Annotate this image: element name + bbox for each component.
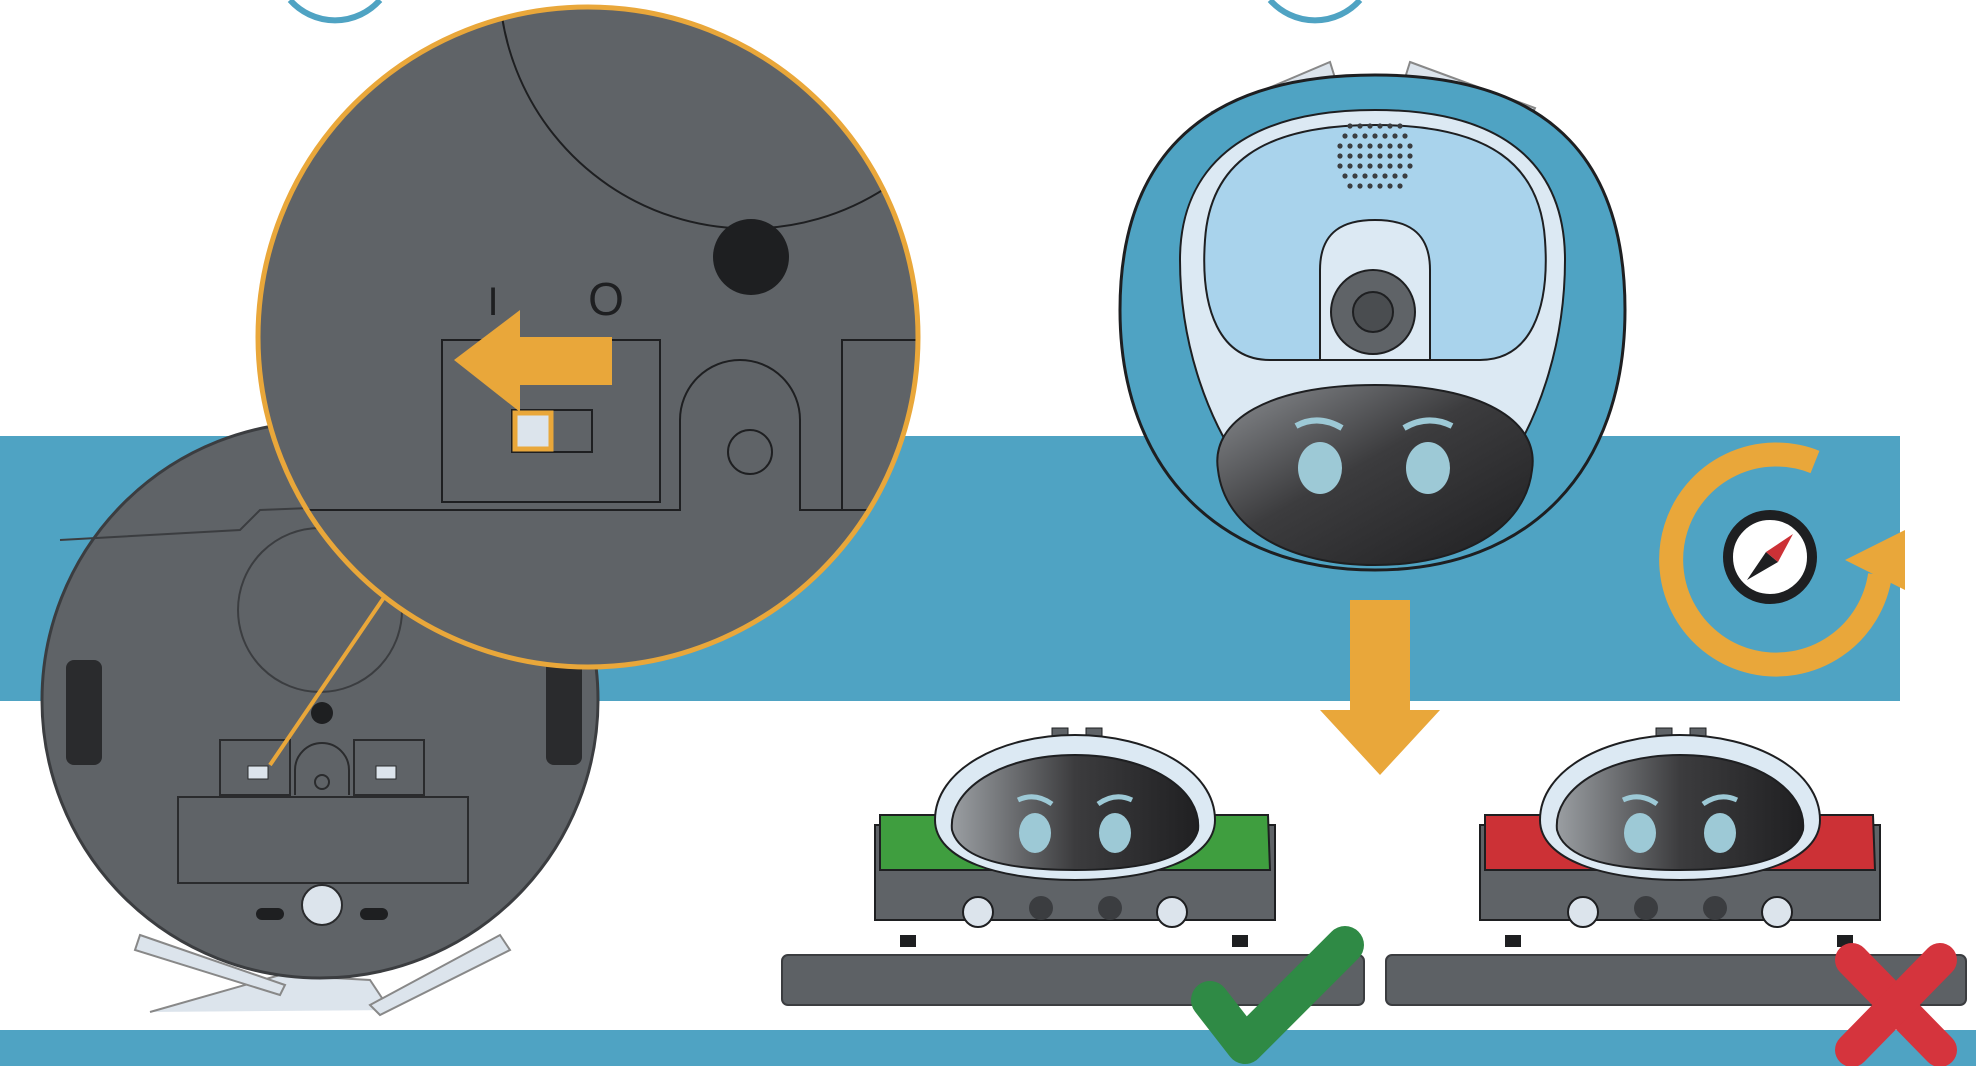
switch-on-label: I [487,280,498,324]
switch-zoom-view: I O [255,4,921,670]
rotate-arrow-head [1845,530,1905,590]
switch-slider [512,410,554,452]
step-marker-right [1267,0,1363,24]
floor-incorrect [1385,954,1967,1006]
step-marker-left [287,0,383,24]
robot-top-view [1118,60,1627,572]
rotate-arrow-icon [1659,442,1892,677]
speaker-grille [1337,123,1413,189]
zoom-leader-line [268,594,387,767]
cross-icon [1835,943,1957,1067]
robot-side-red [1479,727,1881,947]
arrow-down-icon [1320,600,1440,775]
robot-side-green [874,727,1276,947]
blue-band-bottom [0,1030,1976,1066]
compass-icon [1723,510,1817,604]
arrow-left-icon [454,310,612,412]
checkmark-icon [1191,926,1364,1064]
switch-off-label: O [588,273,624,325]
